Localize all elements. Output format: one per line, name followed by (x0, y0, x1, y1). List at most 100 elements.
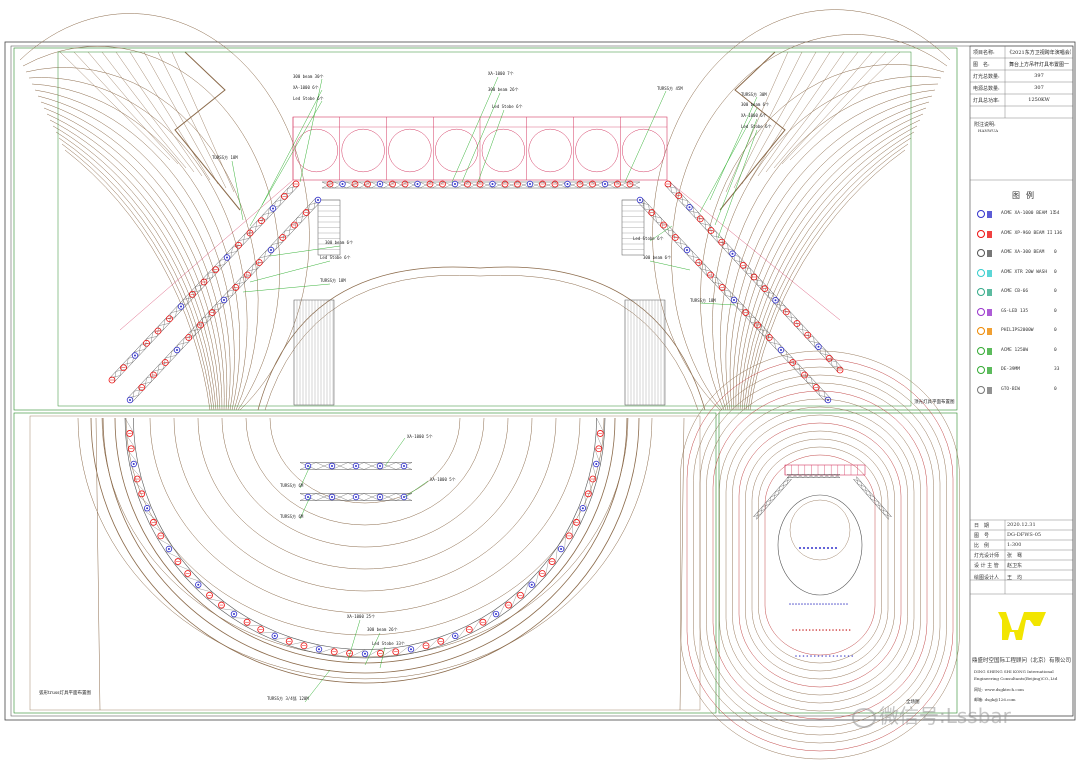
curve-panel-frame (13, 412, 717, 714)
seat-arc (125, 417, 605, 636)
legend-qty: 0 (1054, 308, 1057, 314)
screen-wire-left (119, 179, 294, 331)
seat-arc (197, 417, 533, 570)
floor-fixture (795, 655, 797, 657)
tb-row-value: 307 (1034, 85, 1044, 91)
fixture-spot (589, 180, 596, 188)
fixture-spot (143, 339, 150, 347)
fixture-spot (804, 331, 812, 339)
fixture-core (355, 496, 357, 498)
info-label: 灯光设计师 (974, 553, 1000, 559)
seat-aisle-right (749, 51, 831, 181)
floor-fixture (840, 603, 842, 605)
floor-fixture (832, 629, 834, 631)
fixture-spot (479, 618, 487, 626)
curve-lacing (218, 608, 237, 611)
seat-aisle-left (143, 51, 219, 185)
truss-lacing (818, 474, 825, 478)
fixture-core (331, 465, 333, 467)
floor-fixture (828, 655, 831, 657)
fixture-spot (426, 180, 434, 188)
mini-fixture (819, 547, 821, 549)
truss-lacing (284, 228, 296, 232)
ellipse-icon (977, 385, 997, 394)
fixture-core (530, 583, 533, 586)
side-wall-left (95, 417, 101, 711)
truss-lacing (228, 288, 239, 292)
curve-lacing (592, 463, 597, 481)
leader-line (477, 109, 505, 183)
curve-chord-outer (124, 417, 606, 659)
floor-fixture (817, 655, 820, 657)
truss-lacing (756, 274, 758, 286)
fixture-core (379, 465, 381, 467)
curve-lacing (364, 648, 381, 659)
truss-lacing (775, 489, 783, 492)
fixture-core (180, 305, 182, 308)
fixture-core (566, 183, 569, 185)
seat-aisle-left (73, 51, 179, 165)
truss-lacing (723, 284, 726, 296)
label-c-strobe-arc: Led Stobe 33个 (372, 641, 405, 646)
mini-screen (784, 464, 866, 476)
label-truss-left-upper: TURSS方 18M (212, 154, 238, 160)
seat-arc (101, 417, 629, 658)
tb-row-label: 图 名: (973, 62, 990, 68)
venue-ring (751, 438, 889, 672)
fixture-core (272, 207, 274, 210)
mail-row: 邮箱: dsgk@126.com (974, 697, 1016, 703)
truss-lacing (860, 481, 863, 490)
venue-rings (680, 350, 960, 760)
floor-fixture (815, 629, 818, 631)
truss-lacing (808, 474, 814, 478)
truss-lacing (727, 243, 730, 255)
fixture-core (403, 465, 405, 467)
fixture-core (341, 183, 344, 185)
info-value: DG-DFWS-05 (1007, 532, 1042, 538)
leader-line (299, 496, 311, 520)
seating-left (19, 13, 310, 411)
fixture-core (495, 613, 498, 616)
label-xa1000-right: XA-1000 6个 (741, 113, 767, 118)
truss-lacing (742, 304, 745, 316)
leader-line (649, 225, 673, 242)
label-c-beam-arc: 300 beam 26个 (367, 627, 398, 632)
truss-lacing (190, 328, 202, 332)
fixture-spot (392, 648, 400, 656)
floor-fixture (828, 603, 830, 605)
curve-lacing (143, 509, 158, 521)
remarks-value: HANWUA (978, 128, 999, 133)
truss-lacing (615, 181, 628, 189)
fixture-spot (565, 532, 573, 540)
truss-lacing (790, 312, 793, 323)
seat-aisle-left (59, 51, 171, 161)
fixture-spot (218, 601, 225, 609)
curve-lacing (174, 563, 191, 571)
fixture-spot (595, 445, 603, 453)
truss-lacing (165, 355, 177, 359)
truss-lacing (648, 204, 651, 216)
fixture-core (581, 507, 584, 510)
screen-circle (435, 128, 479, 173)
tb-row-value: 《2021东方卫视跨年演唱会》 (1007, 50, 1071, 56)
legend-name: ACME XA-1000 BEAM 11 (1001, 211, 1056, 216)
truss-lacing (331, 493, 349, 501)
fixture-spot (197, 321, 204, 329)
seat-row-left (40, 101, 228, 411)
fixture-spot (302, 209, 310, 216)
fixture-core (167, 548, 170, 551)
tb-row-value: 397 (1034, 73, 1044, 79)
tb-row-value: 舞台上方吊杆灯具布置图一 (1008, 62, 1069, 68)
fixture-spot (108, 376, 116, 384)
floor-fixture (838, 629, 841, 631)
side-wall-right (679, 417, 685, 711)
label-c-xa1000-a: XA-1000 5个 (407, 434, 433, 439)
screen-wire-right (666, 179, 841, 321)
fixture-spot (161, 359, 169, 366)
label-truss-45m: TURSS方 45M (657, 85, 683, 91)
seat-row-right (720, 83, 939, 411)
truss-lacing (517, 181, 531, 189)
seat-arc (149, 417, 581, 614)
beam-icon (977, 249, 997, 257)
